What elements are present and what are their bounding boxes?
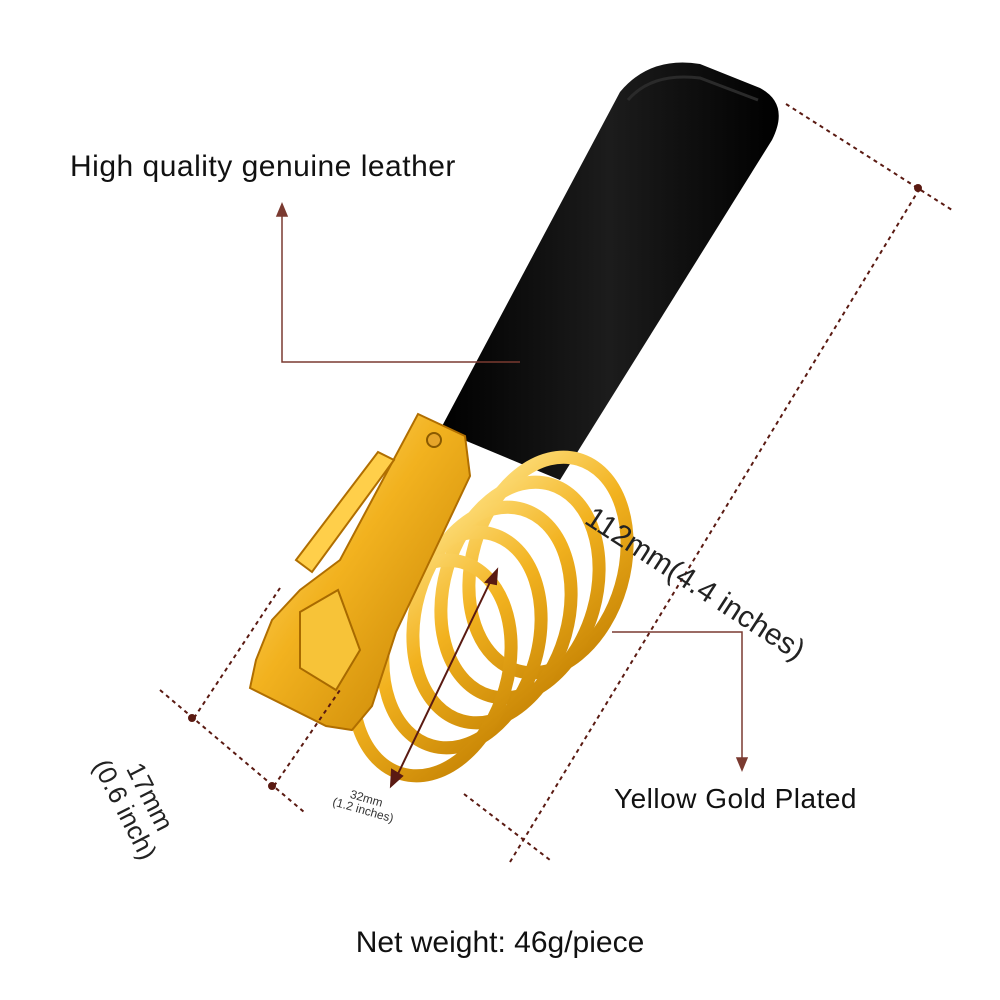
leather-stitch-edge xyxy=(626,75,759,102)
length-dimension xyxy=(463,103,953,863)
clasp-rivet xyxy=(426,432,442,448)
gold-clasp-hook xyxy=(299,588,362,692)
gold-plated-callout-text: Yellow Gold Plated xyxy=(614,783,858,814)
leather-strap xyxy=(440,62,779,480)
width-dimension xyxy=(159,587,341,813)
leather-callout-line xyxy=(275,202,520,363)
ring-diameter-arrow xyxy=(389,567,499,789)
net-weight-text: Net weight: 46g/piece xyxy=(355,926,645,959)
leather-callout-text: High quality genuine leather xyxy=(70,150,456,183)
gold-callout-line xyxy=(612,631,749,772)
gold-clasp-bar xyxy=(294,450,396,574)
gold-clasp xyxy=(248,412,472,732)
